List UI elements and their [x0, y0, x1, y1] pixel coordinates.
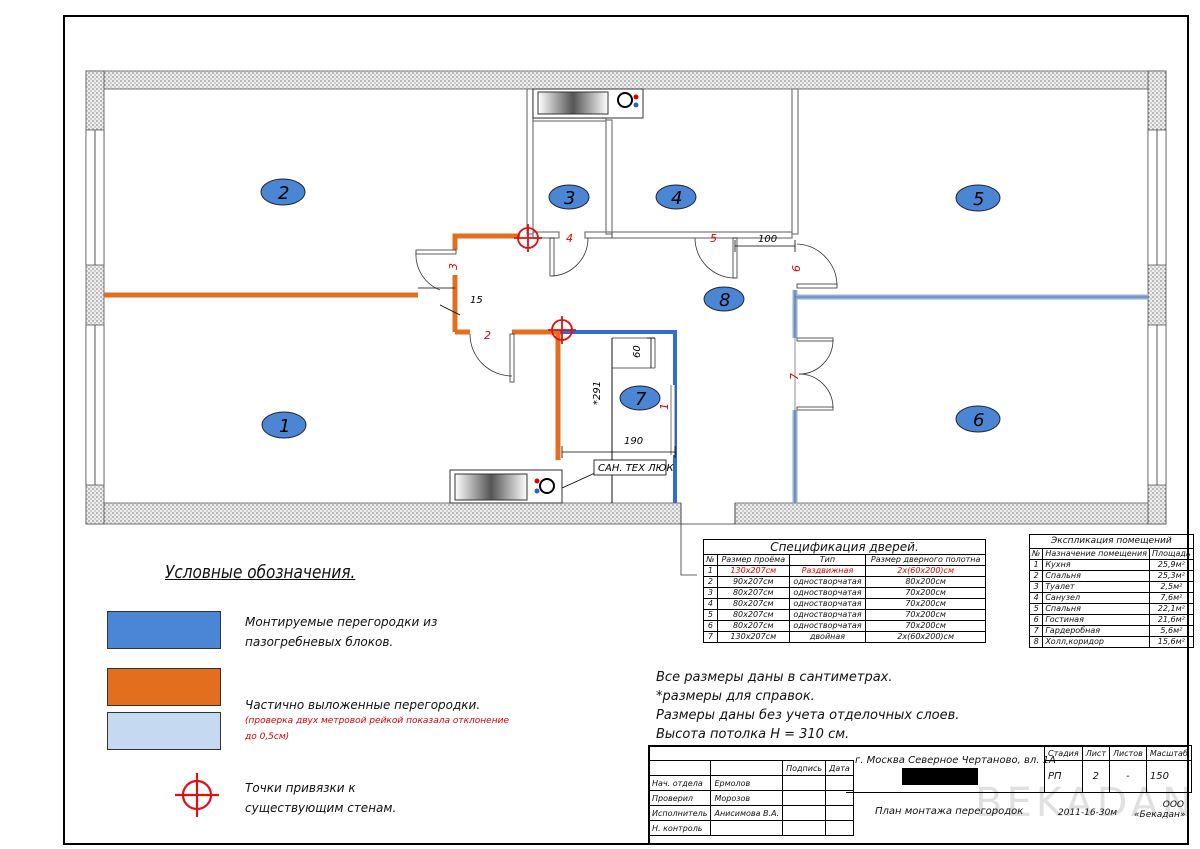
note-line: *размеры для справок.	[656, 689, 815, 704]
room-label-4: 4	[655, 184, 697, 210]
anchor-point	[514, 224, 542, 252]
room-label-6: 6	[955, 405, 1001, 433]
svg-text:6: 6	[973, 410, 984, 431]
orange-partitions	[104, 233, 562, 460]
door-spec-title: Спецификация дверей.	[703, 539, 986, 555]
room-label-1: 1	[261, 411, 307, 439]
note-line: Размеры даны без учета отделочных слоев.	[656, 708, 960, 723]
legend-swatch-lightblue	[107, 712, 221, 750]
drawing-frame	[63, 15, 1189, 845]
blue-partitions	[560, 330, 677, 503]
dim-190: 190	[624, 436, 643, 447]
sink-bottom	[449, 469, 563, 504]
project-address: г. Москва Северное Чертаново, вл. 1А	[855, 755, 1056, 766]
legend-orange-note: (проверка двух метровой рейкой показала …	[245, 716, 509, 742]
door-mark-1: 1	[658, 403, 671, 410]
lightblue-partitions	[792, 290, 1148, 503]
note-line: Все размеры даны в сантиметрах.	[656, 670, 893, 685]
outer-walls	[85, 70, 1167, 576]
dim-291: *291	[592, 381, 603, 405]
legend-anchor-icon	[175, 773, 219, 817]
org-name: ООО «Бекадан»	[1134, 800, 1186, 820]
note-line: Высота потолка H = 310 см.	[656, 727, 850, 742]
legend-swatch-blue	[107, 611, 221, 649]
room-label-2: 2	[260, 178, 306, 206]
legend-swatch-orange	[107, 668, 221, 706]
room-label-7: 7	[619, 385, 661, 411]
sink-top	[532, 88, 644, 119]
watermark: BEKADAN	[975, 780, 1196, 826]
hatch-label: САН. ТЕХ ЛЮК	[598, 463, 674, 474]
legend-orange-text: Частично выложенные перегородки.	[245, 698, 481, 712]
svg-text:2: 2	[278, 183, 289, 204]
drawing-title: План монтажа перегородок	[875, 806, 1024, 817]
room-label-5: 5	[955, 184, 1001, 212]
door-mark-3: 3	[447, 263, 460, 270]
dim-60: 60	[632, 345, 643, 358]
general-notes: Все размеры даны в сантиметрах. *размеры…	[656, 668, 959, 744]
door-mark-6: 6	[790, 265, 803, 272]
svg-text:3: 3	[564, 188, 575, 209]
legend-title: Условные обозначения.	[165, 562, 356, 583]
svg-text:7: 7	[635, 389, 647, 410]
svg-text:5: 5	[973, 189, 984, 210]
room-label-8: 8	[703, 286, 745, 312]
svg-text:4: 4	[671, 188, 682, 209]
door-mark-4: 4	[566, 232, 573, 245]
svg-text:1: 1	[279, 416, 290, 437]
anchor-point	[548, 316, 576, 344]
dim-100: 100	[758, 234, 777, 245]
room-label-3: 3	[548, 184, 590, 210]
door-mark-5: 5	[710, 232, 717, 245]
redacted-block	[902, 768, 978, 785]
date-label: 2011-16-30м	[1058, 808, 1118, 818]
door-mark-2: 2	[484, 329, 491, 342]
doors	[415, 237, 838, 411]
table-row: Н. контроль	[647, 820, 854, 836]
door-mark-7: 7	[788, 373, 801, 380]
dim-15: 15	[470, 295, 483, 306]
room-expl-title: Экспликация помещений	[1029, 534, 1194, 549]
svg-text:8: 8	[719, 290, 730, 311]
